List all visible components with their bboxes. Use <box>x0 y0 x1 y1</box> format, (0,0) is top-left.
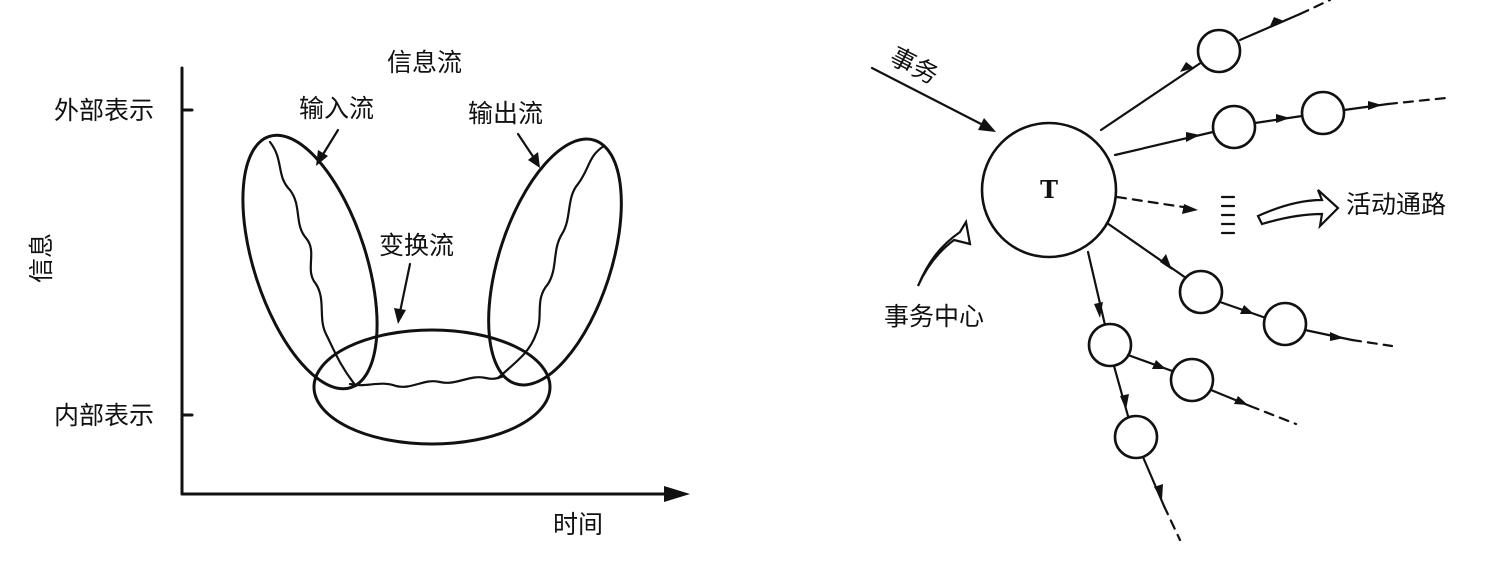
active-path-1 <box>1099 0 1332 132</box>
input-flow-label: 输入流 <box>299 94 374 123</box>
transform-flow-pointer <box>398 262 412 314</box>
path-node <box>1113 414 1159 460</box>
paths-pointer-arrow <box>1256 189 1340 230</box>
active-path-5 <box>1086 250 1298 542</box>
output-flow-pointer-head <box>528 152 540 168</box>
external-representation-label: 外部表示 <box>54 96 154 125</box>
transform-flow-curve <box>348 374 506 388</box>
output-flow-ellipse <box>487 137 623 387</box>
transform-flow-pointer-head <box>394 308 406 324</box>
transform-flow-ellipse <box>312 328 552 446</box>
transaction-input-arrowhead <box>978 118 996 132</box>
info-flow-title: 信息流 <box>387 48 462 77</box>
y-axis-label: 信息 <box>27 233 56 283</box>
path-node <box>1300 90 1346 136</box>
active-path-4 <box>1105 221 1394 348</box>
x-axis-label: 时间 <box>553 510 603 539</box>
transform-flow-label: 变换流 <box>379 231 454 260</box>
path-node <box>1262 301 1308 347</box>
x-axis-arrowhead <box>664 486 690 502</box>
path-node <box>1196 28 1242 74</box>
input-flow-curve <box>268 140 358 388</box>
path-node <box>1169 357 1215 403</box>
output-flow-label: 输出流 <box>468 99 543 128</box>
center-pointer-arrow <box>916 218 972 287</box>
path-node <box>1087 322 1133 368</box>
info-flow-diagram: 外部表示 内部表示 信息 时间 信息流 输入流 输出流 变换流 <box>27 48 690 539</box>
active-path-2 <box>1113 90 1448 157</box>
input-flow-pointer <box>320 128 340 158</box>
transaction-label: 事务 <box>885 42 943 91</box>
transaction-center-label: 事务中心 <box>884 302 984 331</box>
transaction-center-node <box>980 121 1118 259</box>
path-node <box>1211 104 1257 150</box>
transaction-center-node-label: T <box>1040 175 1058 204</box>
internal-representation-label: 内部表示 <box>54 401 154 430</box>
transaction-diagram: 事务 T 事务中心 <box>870 0 1448 542</box>
input-flow-pointer-head <box>316 150 328 166</box>
path-node <box>1178 269 1224 315</box>
output-flow-curve <box>496 144 606 380</box>
active-paths-label: 活动通路 <box>1346 190 1446 219</box>
active-path-ellipsis <box>1115 195 1236 235</box>
input-flow-ellipse <box>241 133 379 391</box>
output-flow-pointer <box>516 132 536 160</box>
transaction-input-arrow <box>870 66 987 128</box>
